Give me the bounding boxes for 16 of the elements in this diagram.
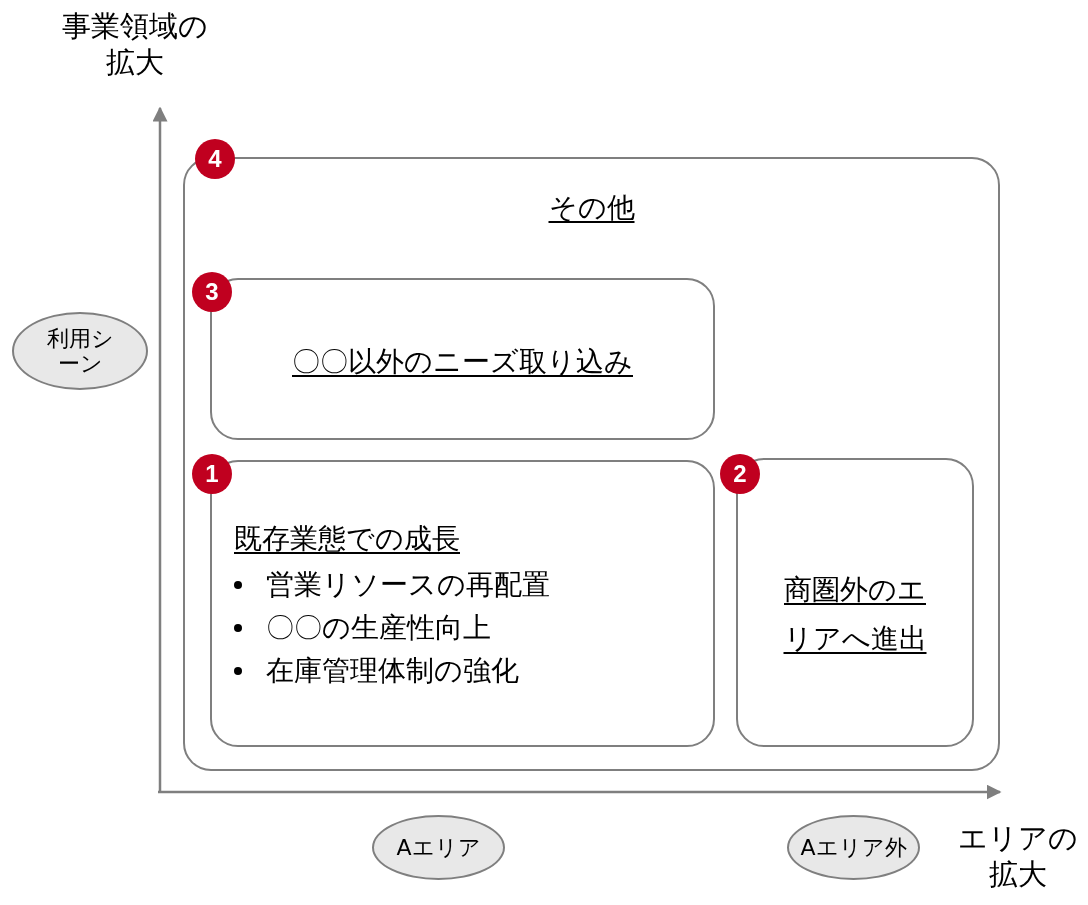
tag-text: Aエリア <box>396 834 481 861</box>
tag-text: 利用シーン <box>45 325 115 377</box>
heading-text: 商圏外のエリアへ進出 <box>782 572 928 657</box>
list-item-text: 在庫管理体制の強化 <box>266 653 519 689</box>
list-item-text: 営業リソースの再配置 <box>266 567 550 603</box>
tag-text: Aエリア外 <box>800 834 907 861</box>
list-item-text: 〇〇の生産性向上 <box>266 610 491 646</box>
heading-text: 〇〇以外のニーズ取り込み <box>291 344 634 380</box>
number-badge: 4 <box>195 139 235 179</box>
heading-text: その他 <box>547 190 636 226</box>
number-badge: 1 <box>192 454 232 494</box>
axis-label: 事業領域の拡大 <box>61 8 209 81</box>
heading-text: 既存業態での成長 <box>234 521 460 557</box>
number-badge: 3 <box>192 272 232 312</box>
axis-label: エリアの拡大 <box>956 820 1079 893</box>
number-badge: 2 <box>720 454 760 494</box>
